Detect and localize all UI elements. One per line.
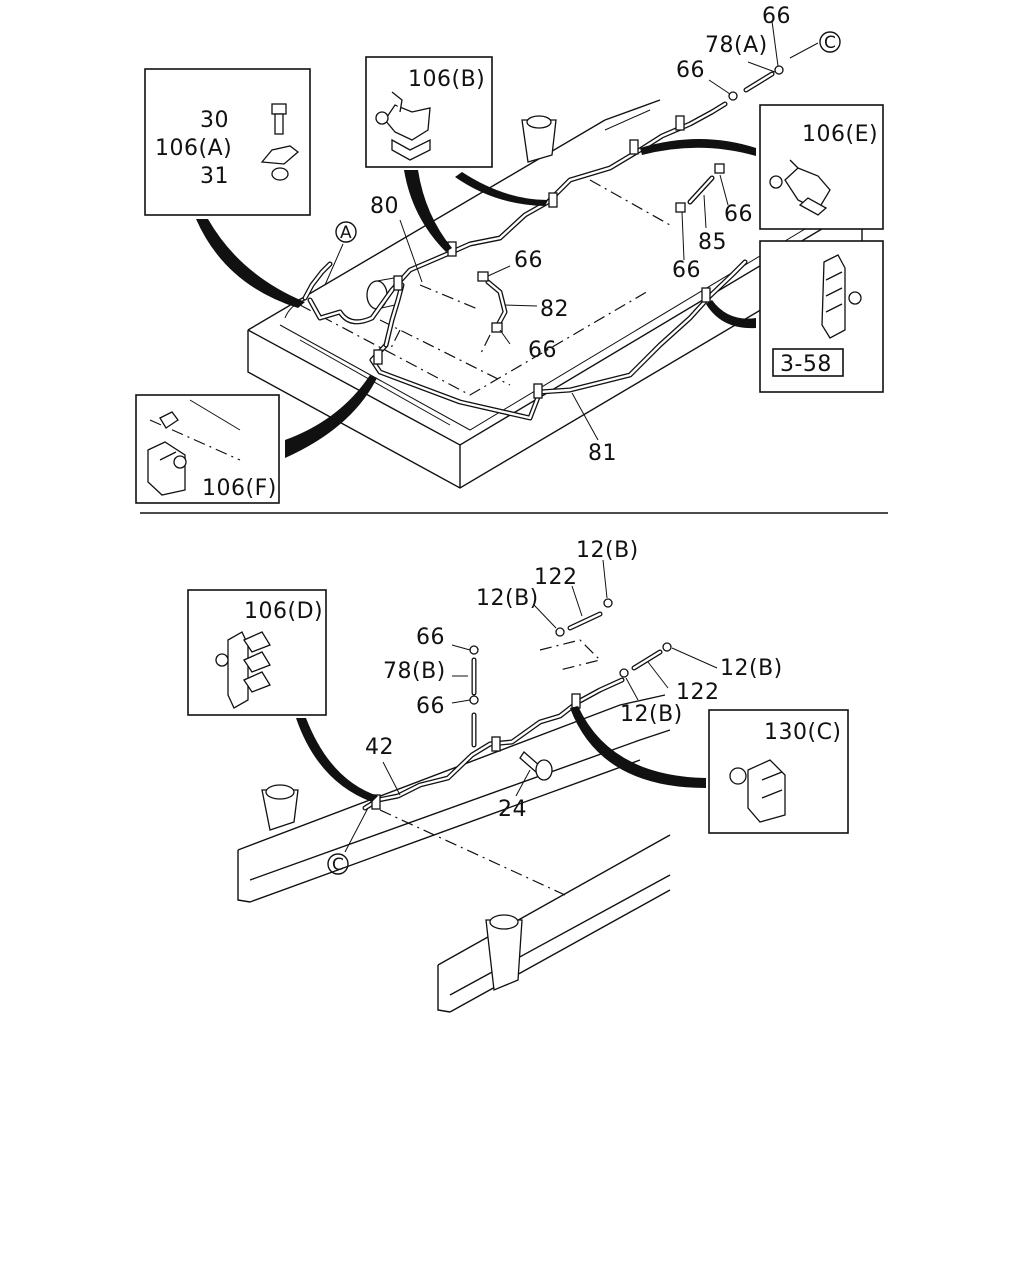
inset-box-106d xyxy=(187,589,327,716)
label-66-left: 66 xyxy=(676,58,705,83)
callout-wedge-106e xyxy=(640,139,756,156)
label-130c: 130(C) xyxy=(764,720,842,745)
callout-wedge-358 xyxy=(706,300,756,329)
label-66-top: 66 xyxy=(762,4,791,29)
clip-66-r1 xyxy=(714,163,725,174)
label-66-r1: 66 xyxy=(724,202,753,227)
label-122-right: 122 xyxy=(676,680,720,705)
clip-12b-low xyxy=(619,668,629,678)
callout-wedge-106d xyxy=(296,718,378,802)
clip-66-b xyxy=(469,695,479,705)
label-30: 30 xyxy=(200,108,229,133)
label-66-r2: 66 xyxy=(672,258,701,283)
label-106a: 106(A) xyxy=(155,136,232,161)
frame-rails xyxy=(237,639,671,1013)
callout-wedge-106f xyxy=(285,375,377,458)
label-24: 24 xyxy=(498,797,527,822)
clip-130c-icon xyxy=(729,759,786,823)
label-106f: 106(F) xyxy=(202,476,277,501)
label-66-low: 66 xyxy=(528,338,557,363)
lower-assembly: 106(D) 12(B) 122 12(B) 66 78(B) 66 12(B)… xyxy=(187,538,849,1013)
clamp-106a-icon xyxy=(260,145,300,165)
bolt-24-icon xyxy=(519,751,553,781)
label-66-b: 66 xyxy=(416,694,445,719)
bracket-358-icon xyxy=(821,254,862,339)
clip-12b-right xyxy=(662,642,672,652)
clip-106b-icon xyxy=(375,91,431,161)
label-12b-low: 12(B) xyxy=(620,702,683,727)
label-78a: 78(A) xyxy=(705,33,768,58)
nut-icon xyxy=(271,167,289,181)
callout-wedge-106b-right xyxy=(455,172,548,206)
upper-assembly: 30 106(A) 31 106(B) 66 78(A) 66 C 106(E)… xyxy=(135,4,884,504)
clip-12b-top xyxy=(603,598,613,608)
ref-circle-a xyxy=(335,221,357,243)
callout-wedge-130c xyxy=(570,706,706,788)
clip-66-a xyxy=(469,645,479,655)
label-ref-c-top: C xyxy=(824,33,836,53)
clip-12b-left xyxy=(555,627,565,637)
label-106d: 106(D) xyxy=(244,599,323,624)
label-82: 82 xyxy=(540,297,569,322)
inset-box-106a xyxy=(144,68,311,216)
label-80: 80 xyxy=(370,194,399,219)
hose-clip-66-low xyxy=(491,322,503,333)
label-12b-top: 12(B) xyxy=(576,538,639,563)
label-122-top: 122 xyxy=(534,565,578,590)
ref-box-358 xyxy=(772,348,844,377)
label-106e: 106(E) xyxy=(802,122,878,147)
hose-clip-66-mid xyxy=(477,271,489,282)
label-81: 81 xyxy=(588,441,617,466)
label-31: 31 xyxy=(200,164,229,189)
label-85: 85 xyxy=(698,230,727,255)
label-42: 42 xyxy=(365,735,394,760)
label-ref-358: 3-58 xyxy=(780,352,832,377)
label-12b-left: 12(B) xyxy=(476,586,539,611)
callout-wedge-106a xyxy=(196,219,305,308)
label-66-a: 66 xyxy=(416,625,445,650)
clip-66-top xyxy=(774,65,784,75)
label-ref-c-low: C xyxy=(332,855,344,875)
bolt-icon xyxy=(271,103,287,135)
clip-66-left xyxy=(728,91,738,101)
clip-66-r2 xyxy=(675,202,686,213)
label-ref-a: A xyxy=(340,223,352,243)
clip-106f-icon xyxy=(147,411,187,496)
ref-circle-c-top xyxy=(819,31,841,53)
callout-wedge-106b-left xyxy=(404,170,452,252)
clip-106e-icon xyxy=(769,159,831,216)
label-12b-right: 12(B) xyxy=(720,656,783,681)
label-66-mid: 66 xyxy=(514,248,543,273)
label-106b: 106(B) xyxy=(408,67,485,92)
label-78b: 78(B) xyxy=(383,659,446,684)
ref-circle-c-low xyxy=(327,853,349,875)
bracket-106d-icon xyxy=(215,631,271,709)
